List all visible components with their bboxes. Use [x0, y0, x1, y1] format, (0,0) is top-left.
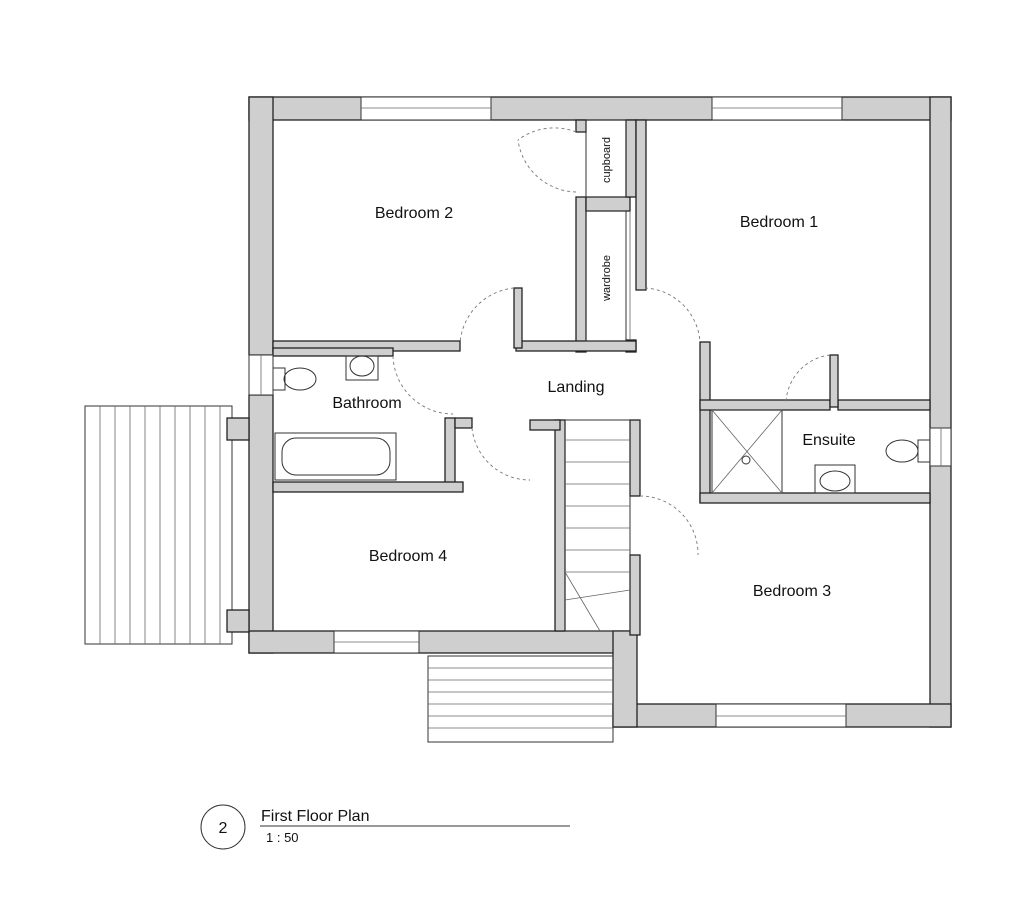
- ensuite-fixtures: [711, 409, 931, 494]
- label-landing: Landing: [548, 379, 605, 396]
- windows: [248, 96, 952, 728]
- label-cupboard: cupboard: [601, 137, 613, 183]
- door-swings: [392, 127, 831, 556]
- label-bedroom-4: Bedroom 4: [369, 548, 447, 565]
- drawing-title: First Floor Plan: [261, 808, 369, 825]
- label-bedroom-3: Bedroom 3: [753, 583, 831, 600]
- interior-walls: [272, 119, 931, 636]
- drawing-scale: 1 : 50: [266, 830, 299, 845]
- staircase: [564, 419, 631, 632]
- storage: [585, 119, 631, 342]
- lower-roofs: [84, 405, 614, 743]
- drawing-number: 2: [219, 820, 228, 837]
- label-bedroom-2: Bedroom 2: [375, 205, 453, 222]
- title-block: 2 First Floor Plan 1 : 50: [200, 804, 570, 850]
- bathroom-fixtures: [272, 355, 397, 481]
- label-ensuite: Ensuite: [802, 432, 855, 449]
- label-bathroom: Bathroom: [332, 395, 401, 412]
- label-wardrobe: wardrobe: [601, 255, 613, 302]
- label-bedroom-1: Bedroom 1: [740, 214, 818, 231]
